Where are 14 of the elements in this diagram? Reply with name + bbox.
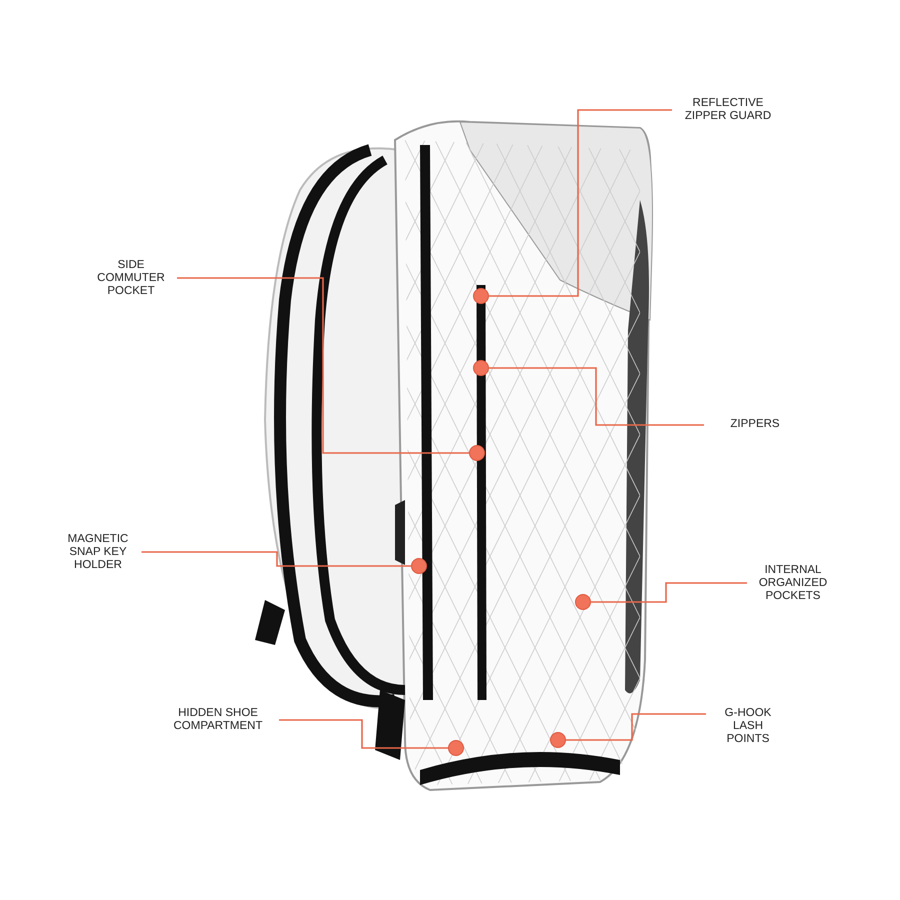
leader-line [142, 551, 411, 567]
leader-line [279, 719, 448, 749]
leader-line [489, 367, 704, 426]
callout-label: MAGNETIC SNAP KEY HOLDER [60, 533, 136, 572]
callout-label: INTERNAL ORGANIZED POCKETS [753, 564, 833, 603]
leader-line [177, 277, 469, 454]
callout-label: SIDE COMMUTER POCKET [91, 259, 171, 298]
leader-line [591, 582, 747, 603]
callout-label: ZIPPERS [710, 418, 800, 431]
callout-label: REFLECTIVE ZIPPER GUARD [678, 97, 778, 123]
callout-label: HIDDEN SHOE COMPARTMENT [163, 707, 273, 733]
callout-label: G-HOOK LASH POINTS [712, 707, 784, 746]
leader-line [566, 713, 706, 741]
leader-line [489, 109, 672, 297]
